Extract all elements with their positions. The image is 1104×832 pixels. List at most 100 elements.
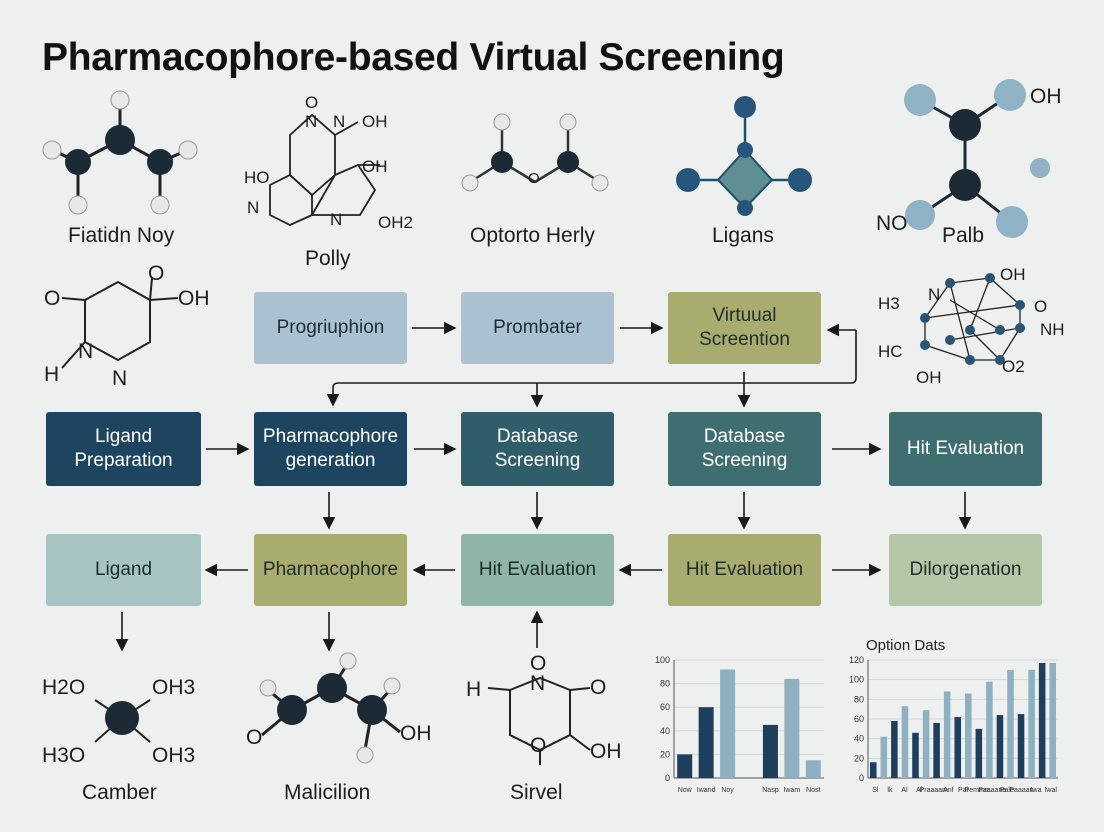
page-title: Pharmacophore-based Virtual Screening (42, 36, 785, 79)
molecule-4-core (716, 148, 774, 210)
x-tick-label: Nost (806, 787, 820, 794)
atom-oh3: OH3 (152, 676, 196, 699)
flow-box-database-screening: Database Screening (461, 412, 614, 486)
atom-oh: OH (916, 368, 942, 387)
y-tick-label: 60 (660, 702, 670, 712)
x-tick-label: Iwand (697, 787, 716, 794)
bar (943, 691, 951, 778)
flow-box-hit-evaluation-2: Hit Evaluation (461, 534, 614, 606)
molecule-7 (924, 277, 1021, 361)
bar (996, 715, 1004, 778)
y-tick-label: 40 (854, 734, 864, 744)
flow-box-database-screening-2: Database Screening (668, 412, 821, 486)
y-tick-label: 0 (665, 773, 670, 783)
bar (891, 720, 898, 778)
atom-o: O (590, 676, 607, 699)
x-tick-label: Anf (943, 787, 954, 794)
molecule-label-5: Palb (942, 224, 985, 247)
arrow-loop (326, 330, 857, 407)
atom-oh: OH (400, 722, 432, 745)
atom-nh: NH (1040, 320, 1065, 339)
molecule-1-atoms (42, 90, 198, 215)
atom-oh3: OH3 (152, 744, 196, 767)
x-tick-label: Pal (958, 787, 969, 794)
x-tick-label: Pemmm (965, 787, 991, 794)
x-tick-label: Paaaan (1009, 787, 1033, 794)
bar (720, 669, 736, 778)
y-tick-label: 60 (854, 714, 864, 724)
bar (954, 717, 961, 778)
bar (784, 678, 800, 778)
bar (1038, 662, 1046, 778)
atom-o2: O2 (1002, 357, 1025, 376)
atom-n: N (333, 112, 346, 131)
bar (1017, 714, 1025, 778)
x-tick-label: Pale (1000, 787, 1014, 794)
flow-box-ligand: Ligand (46, 534, 201, 606)
atom-oh: OH (1030, 85, 1062, 108)
atom-hc: HC (878, 342, 903, 361)
atom-o: O (528, 170, 540, 187)
y-tick-label: 100 (655, 655, 670, 665)
atom-n: N (530, 672, 546, 695)
y-tick-label: 80 (854, 694, 864, 704)
bar (677, 754, 693, 778)
atom-n: N (78, 340, 94, 363)
molecule-9-atoms (259, 652, 401, 764)
x-tick-label: Nasp (762, 787, 778, 794)
atom-h3: H3 (878, 294, 900, 313)
atom-oh: OH (590, 740, 622, 763)
flow-box-pharmacophore-generation: Pharmacophore generation (254, 412, 407, 486)
bar (1049, 662, 1056, 778)
y-tick-label: 20 (660, 749, 670, 759)
flow-box-progriuphion: Progriuphion (254, 292, 407, 364)
bar (870, 762, 877, 778)
atom-n: N (247, 198, 260, 217)
x-tick-label: Noy (721, 787, 734, 794)
molecule-5-atoms (904, 79, 1050, 238)
bar (965, 693, 972, 778)
x-tick-label: Iwam (783, 787, 800, 794)
flow-box-dilorgenation: Dilorgenation (889, 534, 1042, 606)
atom-oh2: OH2 (378, 213, 413, 232)
atom-o: O (246, 726, 263, 749)
molecule-2 (269, 113, 380, 226)
flow-box-hit-evaluation: Hit Evaluation (889, 412, 1042, 486)
atom-oh: OH (178, 287, 210, 310)
bar (1028, 669, 1035, 778)
bar (975, 728, 983, 778)
atom-h3o: H3O (42, 744, 86, 767)
x-tick-label: lk (887, 787, 893, 794)
chart-2-title: Option Dats (866, 637, 946, 654)
atom-ho: HO (244, 168, 270, 187)
molecule-3-atoms (461, 113, 609, 192)
molecule-label-2: Polly (305, 247, 351, 270)
molecule-label-3: Optorto Herly (470, 224, 595, 247)
y-tick-label: 0 (859, 773, 864, 783)
bar (901, 706, 909, 778)
flow-box-hit-evaluation-3: Hit Evaluation (668, 534, 821, 606)
atom-oh: OH (1000, 265, 1026, 284)
atom-o: O (305, 93, 319, 112)
x-tick-label: Praaaam (920, 787, 949, 794)
atom-n: N (112, 367, 128, 390)
bar (933, 722, 940, 778)
y-tick-label: 120 (849, 655, 864, 665)
molecule-6 (61, 277, 179, 369)
atom-h2o: H2O (42, 676, 86, 699)
x-tick-label: Now (678, 787, 693, 794)
atom-n: N (305, 112, 318, 131)
x-tick-label: Al (916, 787, 923, 794)
molecule-label-8: Sirvel (510, 781, 563, 804)
flow-box-prombater: Prombater (461, 292, 614, 364)
atom-n: N (330, 210, 343, 229)
x-tick-label: Iwa (1031, 787, 1042, 794)
bar (880, 736, 888, 778)
molecule-label-1: Fiatidn Noy (68, 224, 175, 247)
molecule-7-atoms (920, 273, 1025, 365)
bar (698, 707, 714, 778)
bar (922, 710, 930, 778)
x-tick-label: Sl (872, 787, 879, 794)
